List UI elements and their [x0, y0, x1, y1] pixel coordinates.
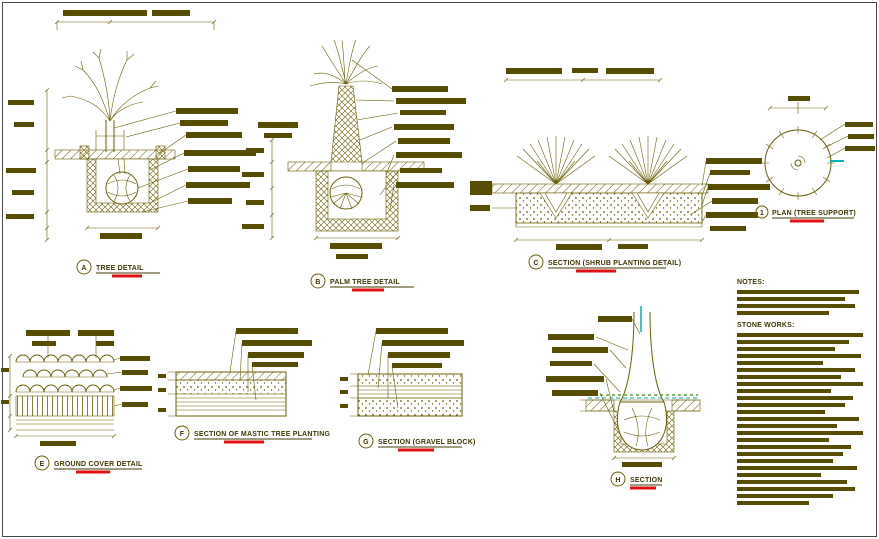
tree-support-plan-circle [764, 129, 832, 197]
tree-detail-ref: A [81, 265, 86, 272]
mastic-tree-planting-section: F SECTION OF MASTIC TREE PLANTING [158, 328, 330, 444]
palm-detail-title: PALM TREE DETAIL [330, 279, 400, 286]
palm-detail-ref: B [315, 279, 320, 286]
palm-tree-detail: B PALM TREE DETAIL [242, 39, 466, 292]
section-ref-bubble [610, 471, 626, 487]
palm-detail-underline [352, 288, 384, 292]
shrub-section-ref-bubble [528, 254, 544, 270]
plan-tree-support-label: 1 PLAN (TREE SUPPORT) [755, 205, 856, 223]
section-trunk [619, 311, 665, 403]
palm-trunk [330, 85, 363, 163]
plan-underline [790, 219, 824, 223]
tree-detail: A TREE DETAIL [6, 10, 256, 278]
ground-cover-underline [76, 470, 110, 474]
gravel-section-box [357, 373, 463, 417]
palm-fronds [309, 39, 383, 87]
tree-detail-title: TREE DETAIL [96, 265, 144, 272]
ground-cover-ref: E [40, 461, 45, 468]
tree-canopy [61, 48, 159, 122]
tree-detail-underline [112, 274, 142, 278]
notes-subheading: STONE WORKS: [737, 322, 795, 329]
section-title: SECTION [630, 477, 663, 484]
plan-tree-support: 1 PLAN (TREE SUPPORT) [755, 96, 875, 223]
tree-detail-label: A TREE DETAIL [76, 259, 160, 278]
plan-ref: 1 [760, 210, 764, 217]
mastic-section-ref-bubble [174, 425, 190, 441]
ground-cover-plants [15, 354, 115, 363]
gravel-section-ref-bubble [358, 433, 374, 449]
section-root-ball [616, 401, 668, 451]
ground-cover-title: GROUND COVER DETAIL [54, 461, 143, 468]
shrub-section-underline [576, 269, 616, 273]
ground-cover-label: E GROUND COVER DETAIL [34, 455, 143, 474]
gravel-section-label: G SECTION (GRAVEL BLOCK) [358, 433, 475, 452]
palm-detail-label: B PALM TREE DETAIL [310, 273, 414, 292]
shrub-left [516, 136, 596, 185]
mastic-section-title: SECTION OF MASTIC TREE PLANTING [194, 431, 330, 438]
notes-heading: NOTES: [737, 279, 765, 286]
planting-section: H SECTION [546, 306, 701, 490]
gravel-block-section: G SECTION (GRAVEL BLOCK) [340, 328, 475, 452]
plan-title: PLAN (TREE SUPPORT) [772, 210, 856, 217]
ground-cover-detail: E GROUND COVER DETAIL [1, 330, 152, 474]
gravel-section-ref: G [363, 439, 369, 446]
shrub-section-ref: C [533, 260, 538, 267]
ground-cover-ref-bubble [34, 455, 50, 471]
tree-stakes [95, 130, 125, 150]
plan-ref-bubble [755, 205, 769, 219]
mastic-section-label: F SECTION OF MASTIC TREE PLANTING [174, 425, 330, 444]
shrub-planting-section: C SECTION (SHRUB PLANTING DETAIL) [470, 68, 770, 273]
gravel-section-underline [398, 448, 434, 452]
section-underline [630, 486, 656, 490]
gravel-section-title: SECTION (GRAVEL BLOCK) [378, 439, 475, 446]
tree-detail-ref-bubble [76, 259, 92, 275]
shrub-section-title: SECTION (SHRUB PLANTING DETAIL) [548, 260, 681, 267]
mastic-section-underline [224, 440, 264, 444]
palm-detail-ref-bubble [310, 273, 326, 289]
section-label: H SECTION [610, 471, 663, 490]
shrub-right [608, 136, 688, 185]
root-ball [105, 171, 139, 205]
mastic-section-ref: F [180, 431, 185, 438]
shrub-section-label: C SECTION (SHRUB PLANTING DETAIL) [528, 254, 681, 273]
notes-block: NOTES: STONE WORKS: [737, 279, 863, 505]
section-ref: H [615, 477, 620, 484]
